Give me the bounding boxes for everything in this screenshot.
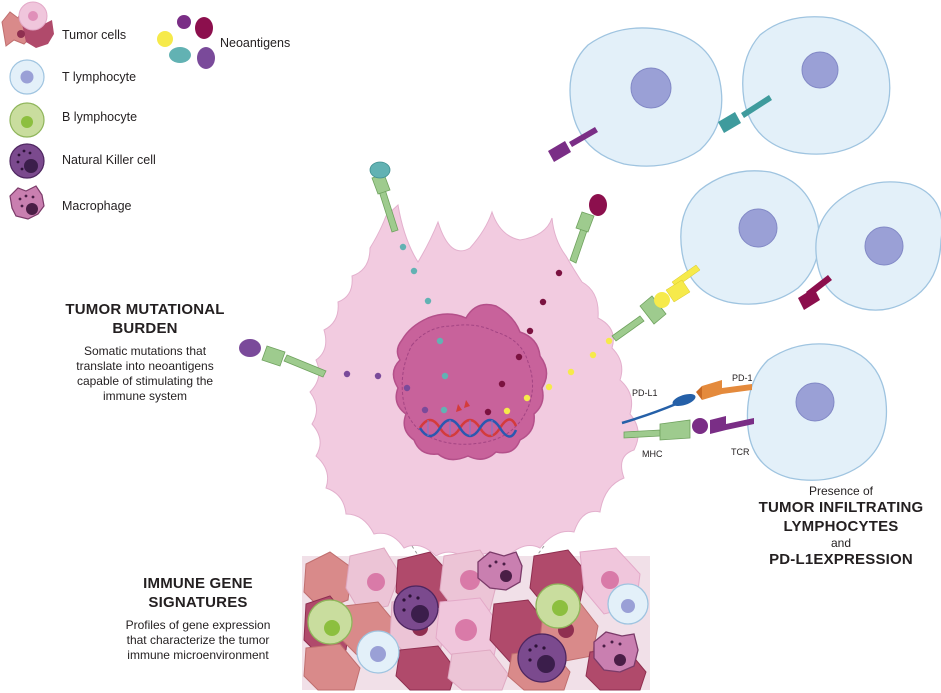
mhc-receptor-teal (369, 161, 399, 233)
b-lymphocyte-cell (535, 583, 581, 629)
tmb-desc-line1: Somatic mutations that (83, 344, 207, 358)
tmb-heading-line2: BURDEN (112, 320, 178, 337)
legend (1, 1, 215, 220)
nk-cell (517, 633, 567, 683)
mhc-receptor-maroon (569, 194, 607, 264)
til-heading-line1: TUMOR INFILTRATING (758, 499, 924, 516)
tcr-receptor-yellow (665, 264, 701, 303)
tumor-cell (239, 161, 667, 563)
tcr-receptor-purple (548, 127, 598, 162)
til-and: and (830, 536, 852, 550)
legend-neoantigens-label: Neoantigens (220, 36, 291, 50)
dna-helix (418, 400, 518, 438)
tcr-receptor-maroon (798, 275, 832, 310)
igs-heading-line2: SIGNATURES (148, 594, 248, 611)
mhc-receptor-purple (239, 339, 327, 378)
til-presence-of: Presence of (808, 484, 874, 498)
pd-l1-label: PD-L1 (632, 388, 658, 398)
t-lymphocyte-cell (356, 630, 400, 674)
tcr-receptor-teal (718, 95, 772, 133)
tmb-section: TUMOR MUTATIONAL BURDEN Somatic mutation… (40, 300, 250, 404)
neoantigen-trail-yellow (503, 337, 613, 415)
t-cell-bottom (746, 343, 888, 481)
igs-desc-line1: Profiles of gene expression (125, 618, 271, 632)
tumor-cell-nucleus-outline (401, 324, 533, 445)
legend-macrophage-label: Macrophage (62, 199, 132, 213)
t-cell-top-left (548, 27, 723, 167)
legend-b-lymphocyte-label: B lymphocyte (62, 110, 138, 124)
til-heading-line2: LYMPHOCYTES (783, 518, 899, 535)
legend-b-lymphocyte-icon (9, 102, 45, 138)
pd-l1-pd-1-interaction (621, 380, 752, 425)
pd-1-label: PD-1 (732, 373, 753, 383)
macrophage-cell (593, 631, 639, 673)
igs-section: IMMUNE GENE SIGNATURES Profiles of gene … (98, 574, 298, 663)
legend-nk-cell-icon (9, 143, 45, 179)
til-heading-line3: PD-L1EXPRESSION (769, 551, 913, 568)
t-cell-top-right (718, 16, 891, 155)
tmb-heading-line1: TUMOR MUTATIONAL (65, 301, 225, 318)
igs-desc-line3: immune microenvironment (127, 648, 269, 662)
legend-tumor-cells-label: Tumor cells (62, 28, 127, 42)
legend-t-lymphocyte-label: T lymphocyte (62, 70, 137, 84)
neoantigen-trail-maroon (484, 269, 563, 416)
legend-tumor-cells-icon (1, 1, 54, 48)
igs-desc-line2: that characterize the tumor (126, 633, 270, 647)
neoantigen-trail-teal (399, 243, 449, 414)
tmb-desc-line3: capable of stimulating the (76, 374, 214, 388)
b-lymphocyte-cell (307, 599, 353, 645)
igs-heading-line1: IMMUNE GENE (143, 575, 253, 592)
legend-neoantigens-icon (157, 15, 215, 69)
t-lymphocyte-cell (607, 583, 649, 625)
tcr-label: TCR (731, 447, 750, 457)
t-cell-middle-right (798, 181, 941, 311)
mhc-label: MHC (642, 449, 663, 459)
legend-nk-cell-label: Natural Killer cell (62, 153, 156, 167)
nk-cell (393, 585, 439, 631)
tmb-desc-line2: translate into neoantigens (76, 359, 214, 373)
legend-macrophage-icon (9, 185, 45, 220)
mhc-tcr-interaction (623, 416, 754, 441)
tumor-microenvironment (302, 545, 650, 691)
tmb-desc-line4: immune system (102, 389, 188, 403)
legend-t-lymphocyte-icon (9, 59, 45, 95)
macrophage-cell (477, 551, 523, 591)
t-cell-middle-left (654, 170, 820, 308)
til-section: Presence of TUMOR INFILTRATING LYMPHOCYT… (748, 484, 934, 569)
mhc-receptor-yellow (611, 295, 667, 342)
